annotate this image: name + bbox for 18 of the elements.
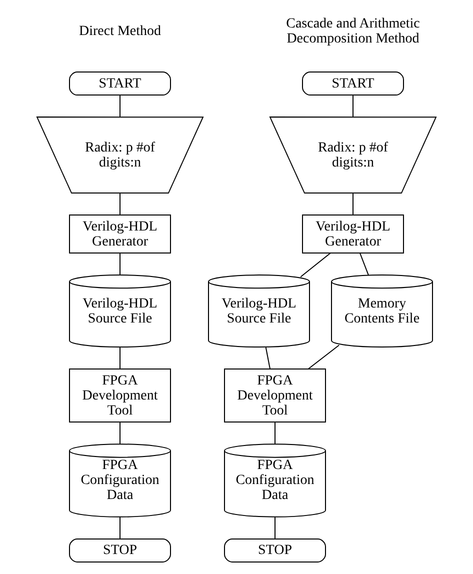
node-box: Verilog-HDL Generator [302, 214, 404, 254]
connector [360, 252, 369, 276]
connector [274, 422, 276, 444]
node-box: STOP [69, 538, 171, 562]
node-box: START [69, 72, 171, 96]
connector [300, 252, 331, 278]
node-box: FPGA Development Tool [224, 368, 326, 423]
label: Direct Method [78, 24, 162, 39]
label: Cascade and Arithmetic Decomposition Method [286, 16, 420, 46]
node-box: STOP [224, 538, 326, 562]
node-box: Verilog-HDL Generator [69, 214, 171, 254]
node-box: START [302, 72, 404, 96]
connector [352, 94, 354, 118]
connector [308, 344, 340, 370]
connector [274, 516, 276, 540]
connector [265, 347, 270, 370]
connector [352, 192, 354, 216]
node-box: FPGA Development Tool [69, 368, 171, 423]
